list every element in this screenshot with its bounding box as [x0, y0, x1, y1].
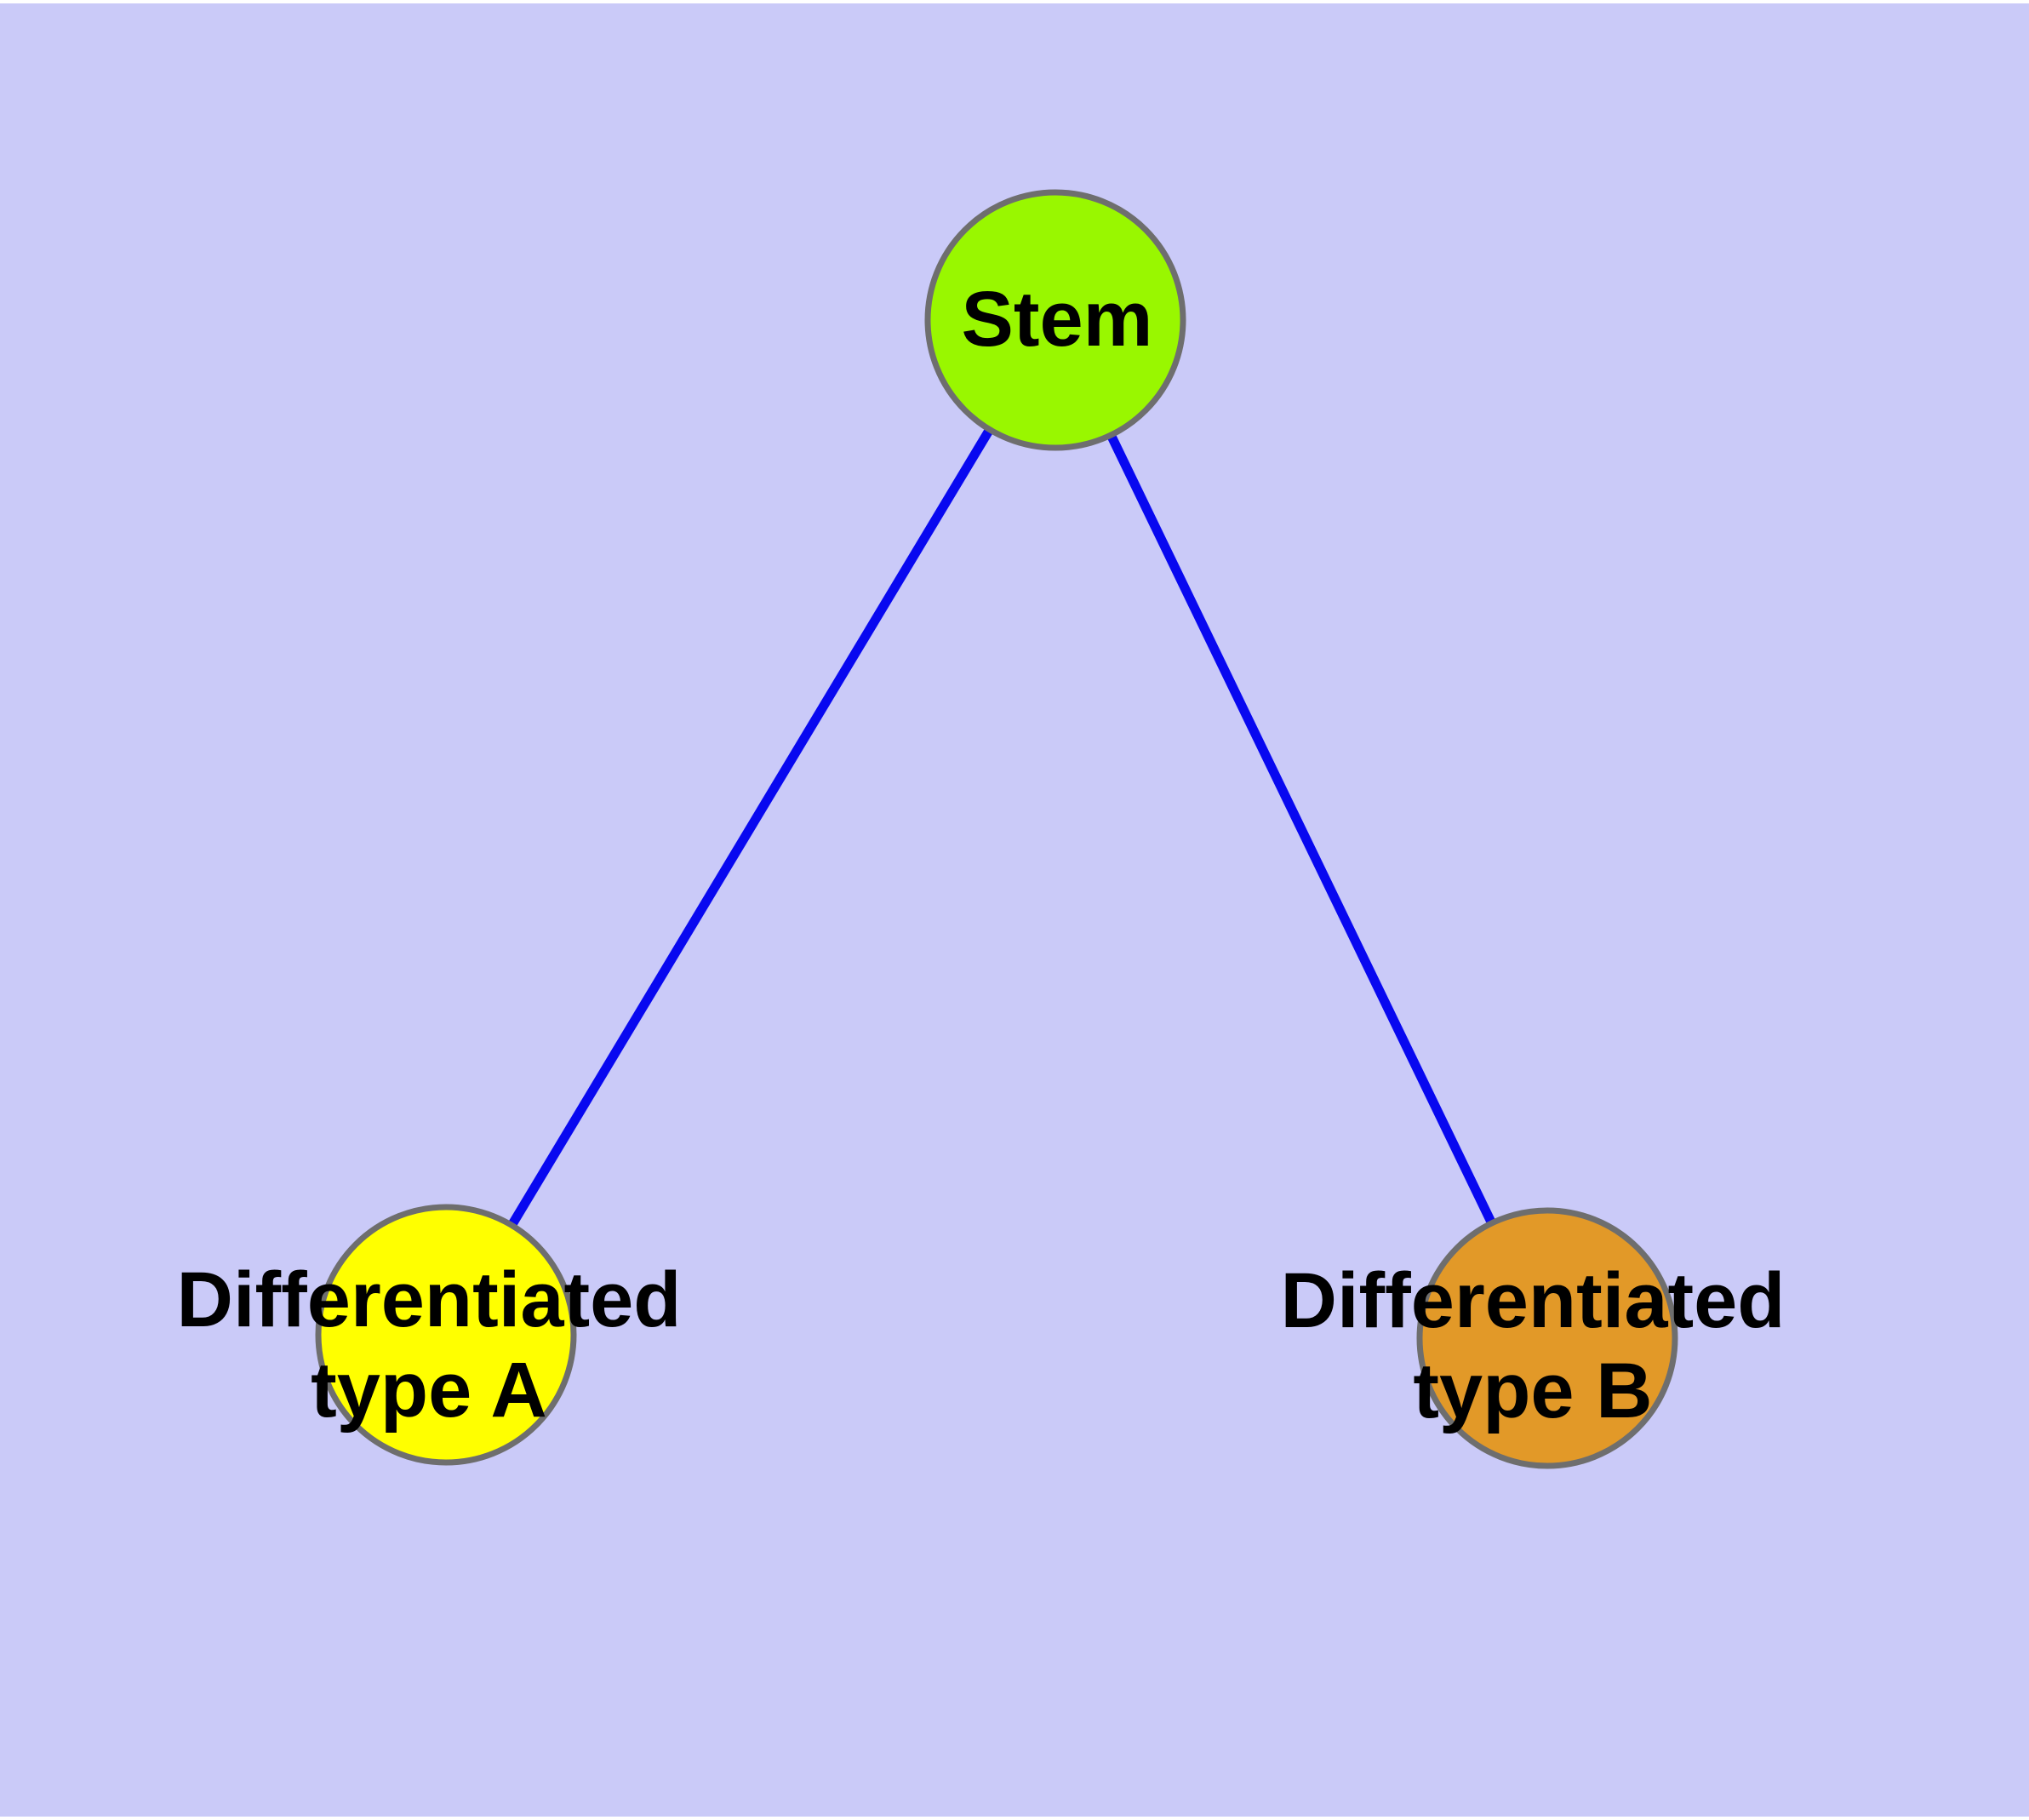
label-line-1: Differentiated [176, 1256, 682, 1343]
node-differentiated-type-b-circle[interactable] [1416, 1207, 1678, 1469]
node-label-differentiated-type-a: Differentiated type A [177, 1255, 682, 1435]
node-stem-circle[interactable] [924, 189, 1186, 451]
label-line-2: type A [311, 1347, 547, 1434]
node-label-stem: Stem [961, 276, 1153, 363]
label-line-1: Differentiated [1280, 1257, 1786, 1344]
label-line-2: type B [1413, 1348, 1653, 1434]
node-differentiated-type-a-circle[interactable] [315, 1204, 577, 1466]
edge-stem-to-type-b[interactable] [1051, 318, 1552, 1341]
node-label-differentiated-type-b: Differentiated type B [1281, 1256, 1786, 1436]
edge-stem-to-type-a[interactable] [442, 318, 1060, 1337]
